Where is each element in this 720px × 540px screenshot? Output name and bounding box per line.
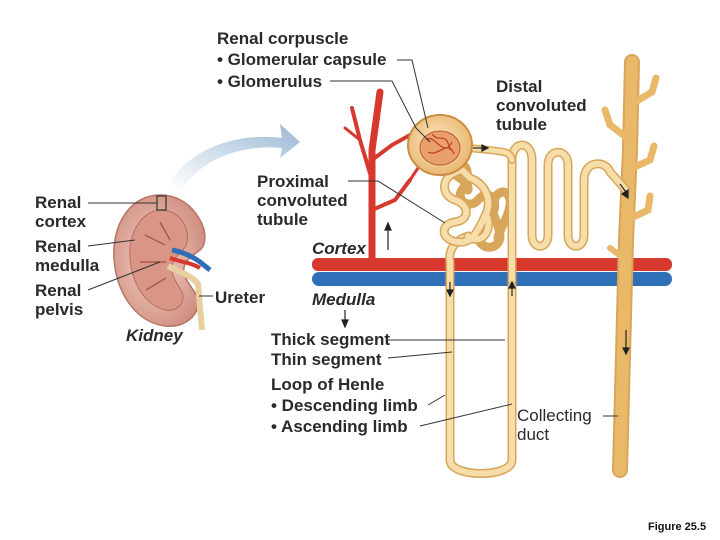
label-renal-pelvis-2: pelvis xyxy=(35,300,84,319)
label-renal-cortex-1: Renal xyxy=(35,193,82,212)
flow-arrows xyxy=(341,144,630,356)
label-renal-cortex-2: cortex xyxy=(35,212,87,231)
label-ascending-limb: • Ascending limb xyxy=(271,417,408,436)
label-proximal-1: Proximal xyxy=(257,172,329,191)
vein-band xyxy=(312,272,672,286)
label-glomerulus: • Glomerulus xyxy=(217,72,323,91)
label-distal-3: tubule xyxy=(496,115,547,134)
label-proximal-2: convoluted xyxy=(257,191,348,210)
label-distal-1: Distal xyxy=(496,77,543,96)
label-thick-segment: Thick segment xyxy=(271,330,391,349)
label-kidney: Kidney xyxy=(126,326,183,345)
label-thin-segment: Thin segment xyxy=(271,350,382,369)
label-collecting-1: Collecting xyxy=(517,406,592,425)
label-renal-medulla-1: Renal xyxy=(35,237,82,256)
arteriole-tree xyxy=(343,88,422,262)
label-renal-medulla-2: medulla xyxy=(35,256,100,275)
label-renal-corpuscle: Renal corpuscle xyxy=(217,29,349,48)
label-distal-2: convoluted xyxy=(496,96,587,115)
label-cortex: Cortex xyxy=(312,239,366,258)
label-loop-of-henle: Loop of Henle xyxy=(271,375,385,394)
label-descending-limb: • Descending limb xyxy=(271,396,418,415)
label-collecting-2: duct xyxy=(517,425,550,444)
label-proximal-3: tubule xyxy=(257,210,308,229)
label-glomerular-capsule: • Glomerular capsule xyxy=(217,50,387,69)
figure-caption: Figure 25.5 xyxy=(648,521,707,533)
kidney-leader-lines xyxy=(87,202,213,297)
label-medulla: Medulla xyxy=(312,290,376,309)
renal-corpuscle xyxy=(407,114,473,176)
label-renal-pelvis-1: Renal xyxy=(35,281,82,300)
nephron-tubule xyxy=(439,140,631,478)
zoom-arrow xyxy=(170,124,300,190)
kidney-illustration xyxy=(113,194,212,331)
label-ureter: Ureter xyxy=(215,288,266,307)
artery-band xyxy=(312,258,672,271)
nephron-leader-lines xyxy=(330,59,618,427)
